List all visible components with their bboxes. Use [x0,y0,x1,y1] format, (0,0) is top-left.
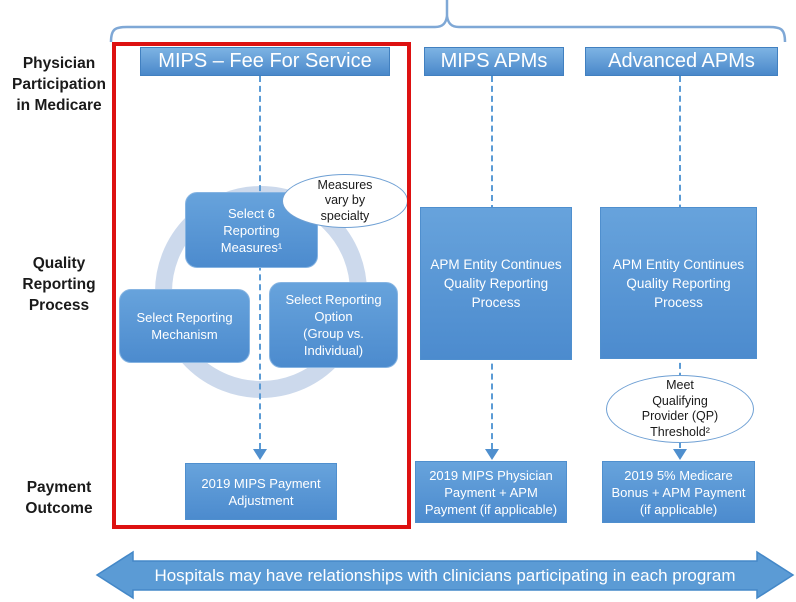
step-select-option: Select Reporting Option (Group vs. Indiv… [269,282,398,368]
column-header-advanced-apms: Advanced APMs [585,47,778,76]
outcome-box-mips-apms: 2019 MIPS Physician Payment + APM Paymen… [415,461,567,523]
down-arrowhead-icon [253,449,267,460]
column-header-mips-ffs: MIPS – Fee For Service [140,47,390,76]
top-brace [109,0,787,43]
process-box-mips-apms: APM Entity Continues Quality Reporting P… [420,207,572,360]
row-label-quality-reporting: Quality Reporting Process [22,255,96,314]
callout-qp-threshold: Meet Qualifying Provider (QP) Threshold² [606,375,754,443]
highlight-border-mips-ffs [112,42,411,529]
outcome-box-advanced-apms: 2019 5% Medicare Bonus + APM Payment (if… [602,461,755,523]
down-arrowhead-icon [673,449,687,460]
footer-arrow-label: Hospitals may have relationships with cl… [154,566,736,585]
row-label-payment-outcome: Payment Outcome [25,479,93,517]
callout-measures-vary: Measures vary by specialty [282,174,408,228]
outcome-box-mips-ffs: 2019 MIPS Payment Adjustment [185,463,337,520]
column-header-mips-apms: MIPS APMs [424,47,564,76]
footer-double-arrow [95,550,795,600]
process-box-advanced-apms: APM Entity Continues Quality Reporting P… [600,207,757,359]
step-select-mechanism: Select Reporting Mechanism [119,289,250,363]
down-arrowhead-icon [485,449,499,460]
row-label-physician-participation: Physician Participation in Medicare [12,55,106,114]
